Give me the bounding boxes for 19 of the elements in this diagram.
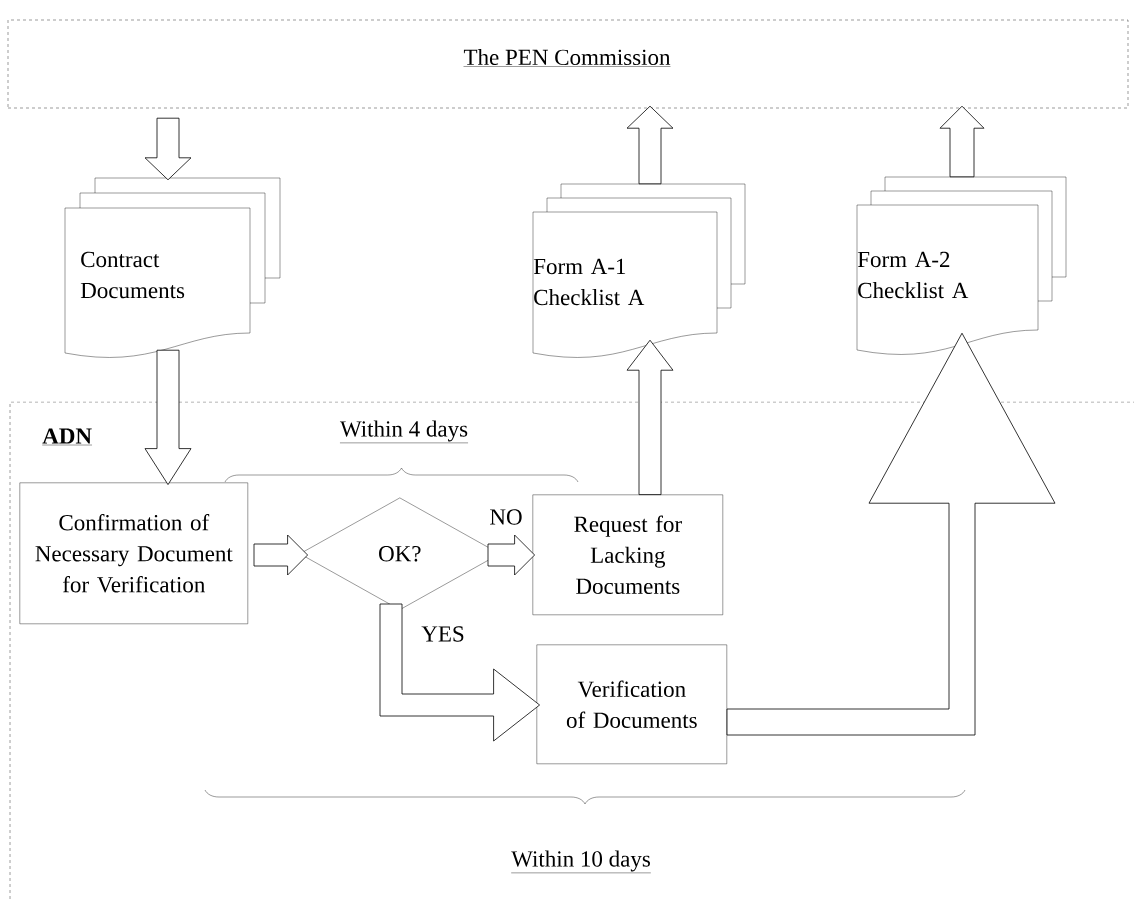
block-arrow xyxy=(379,603,540,742)
dashed-region: The PEN Commission xyxy=(7,19,1129,109)
duration-label: Within 10 days xyxy=(511,850,652,874)
duration-label: Within 4 days xyxy=(339,420,469,444)
block-arrow xyxy=(626,339,674,495)
edge-label: YES xyxy=(420,625,466,643)
document-stack: Form A-2 Checklist A xyxy=(856,176,1067,355)
block-arrow xyxy=(144,117,192,181)
process-box: Verification of Documents xyxy=(536,644,727,764)
block-arrow xyxy=(487,534,535,576)
document-stack: Form A-1 Checklist A xyxy=(532,183,746,358)
block-arrow xyxy=(626,105,674,185)
document-stack: Contract Documents xyxy=(64,177,281,358)
process-box: Confirmation of Necessary Document for Verification xyxy=(19,482,248,624)
block-arrow xyxy=(253,534,308,576)
process-box: Request for Lacking Documents xyxy=(532,494,723,615)
block-arrow xyxy=(939,105,985,178)
block-arrow xyxy=(726,332,1056,736)
block-arrow xyxy=(144,349,192,485)
